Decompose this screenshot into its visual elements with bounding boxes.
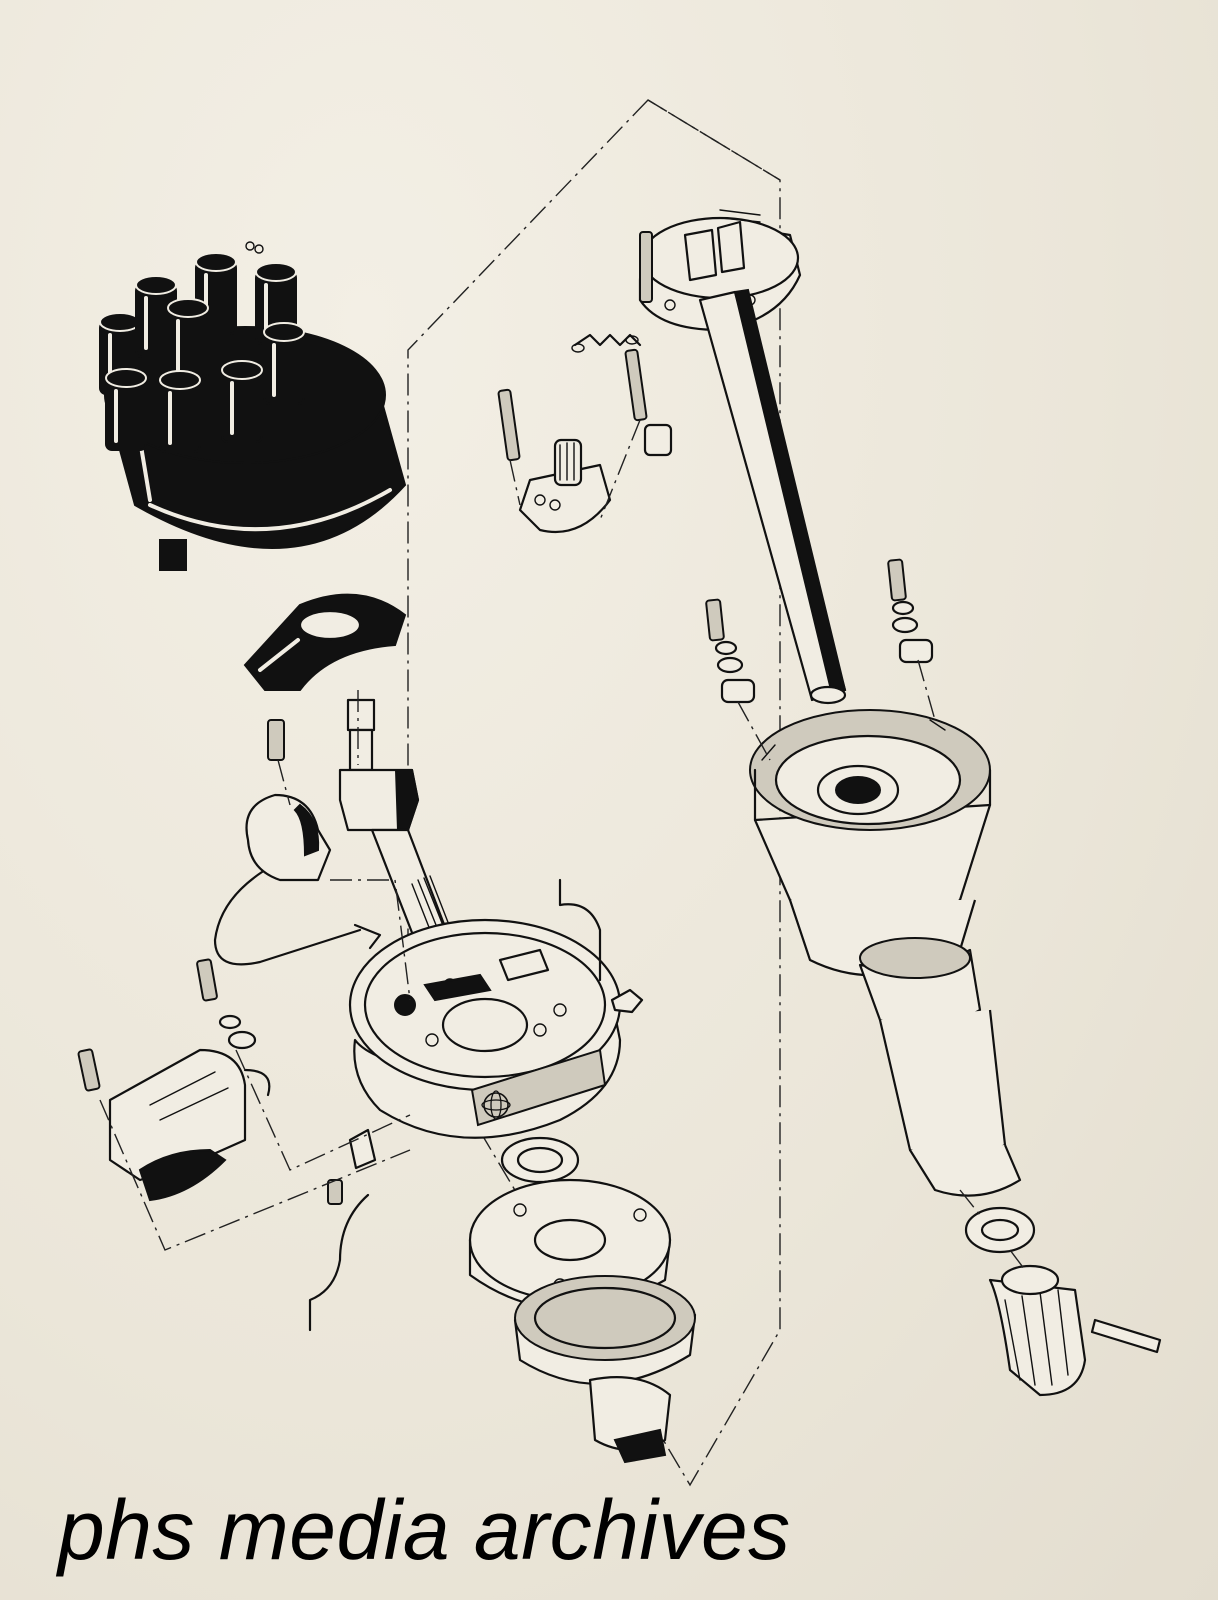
cap-tower [263, 322, 305, 405]
advance-spring [571, 333, 642, 353]
condenser [213, 719, 382, 966]
distributor-housing [749, 709, 992, 977]
cap-tower [167, 298, 209, 381]
hold-down-screws [77, 958, 257, 1092]
breaker-housing [348, 878, 644, 1139]
weight-pins [497, 348, 673, 462]
cam-and-weight [518, 438, 612, 534]
distributor-cap [99, 241, 407, 571]
gear-pin [1090, 1318, 1162, 1354]
lower-bearing [964, 1206, 1036, 1254]
mainshaft [698, 288, 847, 705]
alignment-lines [99, 419, 1026, 1271]
shaft-housing-base [513, 1275, 697, 1464]
cap-tower [221, 360, 263, 443]
watermark-text: phs media archives [58, 1483, 791, 1577]
distributor-shaft [338, 698, 452, 950]
bearing-upper [500, 1136, 580, 1184]
spring-clip [308, 1128, 377, 1332]
point-set-clamp [108, 1048, 271, 1202]
cap-tower [159, 370, 201, 453]
assembly-plane-outline [407, 99, 781, 1487]
drive-gear [988, 1264, 1087, 1397]
rotor [243, 593, 407, 691]
firing-order-mark [245, 241, 264, 254]
housing-screws-right [887, 558, 934, 664]
cap-tower [105, 368, 147, 451]
logo-atom-icon [481, 1090, 511, 1120]
advance-weights-plate [638, 209, 802, 332]
housing-screws-left [705, 598, 756, 704]
shank-sleeve [858, 937, 1022, 1197]
